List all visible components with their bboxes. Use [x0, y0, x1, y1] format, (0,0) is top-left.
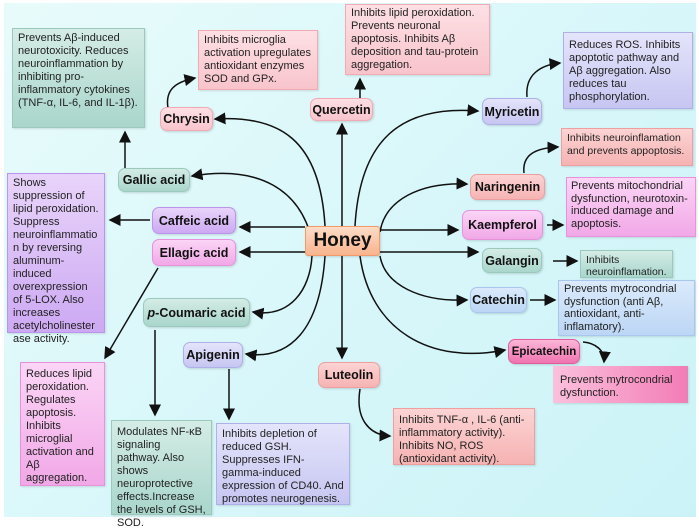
arrow-naringenin-desc	[523, 141, 560, 174]
naringenin-node: Naringenin	[470, 174, 545, 200]
quercetin-node: Quercetin	[310, 98, 373, 121]
kaempferol-node: Kaempferol	[462, 210, 543, 240]
arrow-chrysin-desc	[166, 74, 197, 109]
catechin-desc: Prevents mytrocondrial dysfunction (anti…	[558, 280, 695, 336]
arrow-epicatechin-desc	[582, 341, 611, 364]
myricetin-node: Myricetin	[482, 98, 542, 125]
arrow-to-chrysin	[213, 112, 326, 227]
arrow-luteolin-desc	[358, 388, 392, 442]
gallic-acid-desc: Prevents Aβ-induced neurotoxicity. Reduc…	[12, 28, 145, 128]
kaempferol-desc: Prevents mitochondrial dysfunction, neur…	[566, 177, 696, 237]
galangin-node: Galangin	[482, 248, 542, 273]
myricetin-desc: Reduces ROS. Inhibits apoptotic pathway …	[563, 32, 693, 109]
arrow-to-naringenin	[379, 177, 469, 233]
arrow-to-coumaric	[251, 255, 313, 320]
luteolin-node: Luteolin	[318, 362, 380, 388]
epicatechin-desc: Prevents mytrocondrial dysfunction.	[553, 366, 688, 403]
arrow-to-gallic	[190, 168, 313, 241]
caffeic-acid-desc: Shows suppression of lipid peroxidation.…	[7, 173, 105, 345]
epicatechin-node: Epicatechin	[508, 339, 580, 364]
arrow-ellagic-desc	[104, 267, 159, 360]
chrysin-desc: Inhibits microglia activation upregulate…	[198, 30, 318, 90]
chrysin-node: Chrysin	[160, 107, 213, 131]
catechin-node: Catechin	[470, 287, 527, 313]
apigenin-desc: Inhibits depletion of reduced GSH. Suppr…	[216, 423, 350, 505]
coumaric-label: -Coumaric acid	[155, 305, 246, 320]
p-coumaric-acid-node: p-Coumaric acid	[143, 298, 250, 327]
gallic-acid-node: Gallic acid	[118, 168, 190, 192]
galangin-desc: Inhibits neuroinflamation.	[580, 250, 673, 278]
quercetin-desc: Inhibits lipid peroxidation. Prevents ne…	[345, 4, 490, 75]
arrow-myricetin-desc	[526, 58, 562, 98]
naringenin-desc: Inhibits neuroinflamation and prevents a…	[561, 128, 693, 166]
caffeic-acid-node: Caffeic acid	[152, 207, 236, 234]
p-prefix: p	[147, 305, 156, 320]
arrow-to-epicatechin	[359, 255, 507, 358]
honey-node: Honey	[305, 226, 380, 256]
arrow-to-apigenin	[244, 255, 326, 362]
apigenin-node: Apigenin	[183, 342, 243, 368]
ellagic-acid-node: Ellagic acid	[152, 239, 236, 266]
luteolin-desc: Inhibits TNF-α , IL-6 (anti-inflammatory…	[393, 408, 535, 465]
arrow-to-myricetin	[354, 104, 480, 227]
p-coumaric-acid-desc: Modulates NF-κB signaling pathway. Also …	[111, 420, 212, 529]
arrow-to-catechin	[379, 255, 469, 307]
ellagic-acid-desc: Reduces lipid peroxidation. Regulates ap…	[20, 362, 105, 486]
